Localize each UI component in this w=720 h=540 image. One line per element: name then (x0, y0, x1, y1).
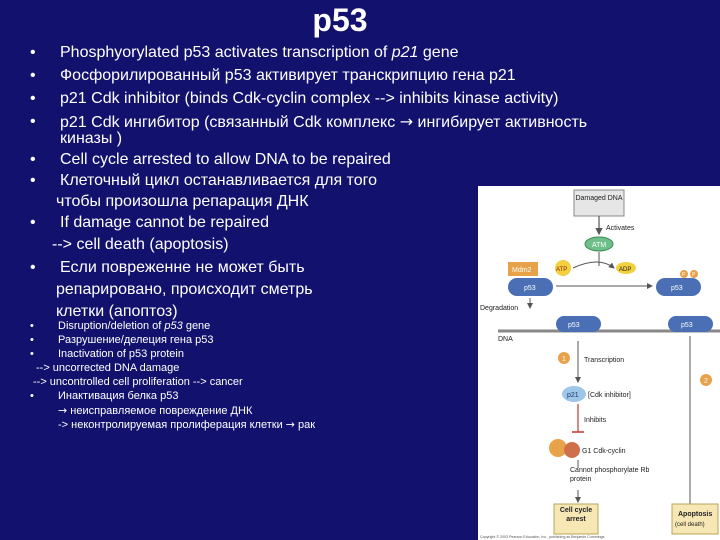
cannot-phos-label: Cannot phosphorylate Rb protein (570, 467, 650, 483)
dna-label: DNA (498, 336, 513, 343)
bullet-marker: • (30, 172, 36, 189)
small-line-8: -> неконтролируемая пролиферация клетки … (58, 418, 316, 431)
cell-cycle-arrest-label: Cell cycle arrest (559, 507, 593, 523)
copyright-text: Copyright © 2003 Pearson Education, Inc.… (480, 535, 605, 539)
atm-label: ATM (592, 242, 606, 249)
p53-label-4: p53 (681, 322, 693, 329)
p53-bound (508, 278, 553, 296)
cell-cycle-arrest-box (553, 503, 599, 535)
cell-death-label: (cell death) (675, 522, 705, 528)
atp-burst (555, 260, 571, 276)
g1-cyclin-label: G1 Cdk-cyclin (582, 448, 626, 455)
bullet-marker: • (30, 90, 36, 107)
bullet-4-line2: киназы ) (60, 130, 123, 147)
p53-on-dna-2 (668, 316, 713, 332)
bullet-1: Phosphyorylated p53 activates transcript… (60, 44, 459, 61)
pathway-diagram: Damaged DNA Activates ATM Mdm2 p53 ATP A… (480, 189, 720, 539)
small-line-6: Инактивация белка p53 (58, 390, 179, 402)
bullet-marker: • (30, 390, 34, 402)
bullet-7-line2: --> cell death (apoptosis) (52, 236, 229, 253)
step-1-badge (558, 352, 570, 364)
g1-cyclin (564, 442, 580, 458)
p53-label-3: p53 (568, 322, 580, 329)
bullet-marker: • (30, 334, 34, 346)
small-line-4: --> uncorrected DNA damage (36, 362, 180, 374)
bullet-marker: • (30, 113, 36, 130)
step-1-label: 1 (562, 356, 566, 363)
bullet-marker: • (30, 44, 36, 61)
p21-label: p21 (567, 392, 579, 399)
right-arrow-icon: → (285, 418, 295, 431)
bullet-4: p21 Cdk ингибитор (связанный Cdk комплек… (60, 112, 588, 131)
mdm2-label: Mdm2 (512, 267, 532, 274)
bullet-2: Фосфорилированный p53 активирует транскр… (60, 67, 516, 84)
small-line-5: --> uncontrolled cell proliferation --> … (33, 376, 243, 388)
bullet-6-line2: чтобы произошла репарация ДНК (56, 193, 309, 210)
bullet-6: Клеточный цикл останавливается для того (60, 172, 377, 189)
bullet-marker: • (30, 259, 36, 276)
bullet-marker: • (30, 320, 34, 332)
bullet-7: If damage cannot be repaired (60, 214, 270, 231)
step-2-badge (700, 374, 712, 386)
apoptosis-box (671, 503, 719, 535)
p21-oval (562, 386, 586, 402)
bullet-8-line3: клетки (апоптоз) (56, 303, 178, 320)
step-2-label: 2 (704, 378, 708, 385)
p-label: P (682, 272, 686, 278)
adp-oval (616, 262, 636, 274)
small-line-1: Disruption/deletion of p53 gene (58, 320, 211, 332)
slide-title: p53 (312, 2, 368, 38)
atm-oval (584, 236, 614, 252)
bullet-marker: • (30, 67, 36, 84)
bullet-marker: • (30, 214, 36, 231)
bullet-marker: • (30, 348, 34, 360)
cdk-inhibitor-label: [Cdk inhibitor] (588, 392, 631, 399)
bullet-3: p21 Cdk inhibitor (binds Cdk-cyclin comp… (60, 90, 559, 107)
p53-label-2: p53 (671, 285, 683, 292)
bullet-5: Cell cycle arrested to allow DNA to be r… (60, 151, 391, 168)
small-line-2: Разрушение/делеция гена p53 (58, 334, 214, 346)
right-arrow-icon: → (58, 404, 68, 417)
bullet-marker: • (30, 151, 36, 168)
damaged-dna-box (573, 189, 625, 217)
apoptosis-label: Apoptosis (678, 511, 712, 518)
adp-label: ADP (619, 267, 631, 273)
mdm2-box (508, 262, 538, 276)
damaged-dna-label: Damaged DNA (575, 195, 623, 202)
small-line-3: Inactivation of p53 protein (58, 348, 184, 360)
degradation-label: Degradation (480, 305, 518, 312)
transcription-label: Transcription (584, 357, 624, 364)
inhibits-label: Inhibits (584, 417, 607, 424)
bullet-8: Если повреженне не может быть (60, 259, 305, 276)
p53-pathway-figure: Damaged DNA Activates ATM Mdm2 p53 ATP A… (478, 186, 720, 540)
bullet-8-line2: репарировано, происходит сметрь (56, 281, 313, 298)
right-arrow-icon: → (399, 112, 414, 131)
p53-on-dna-1 (556, 316, 601, 332)
p-label: P (692, 272, 696, 278)
activates-label: Activates (606, 225, 635, 232)
p53-phos (656, 278, 701, 296)
small-line-7: → неисправляемое повреждение ДНК (58, 404, 253, 417)
p53-label-1: p53 (524, 285, 536, 292)
g1-cdk (549, 439, 567, 457)
atp-label: ATP (556, 267, 567, 273)
